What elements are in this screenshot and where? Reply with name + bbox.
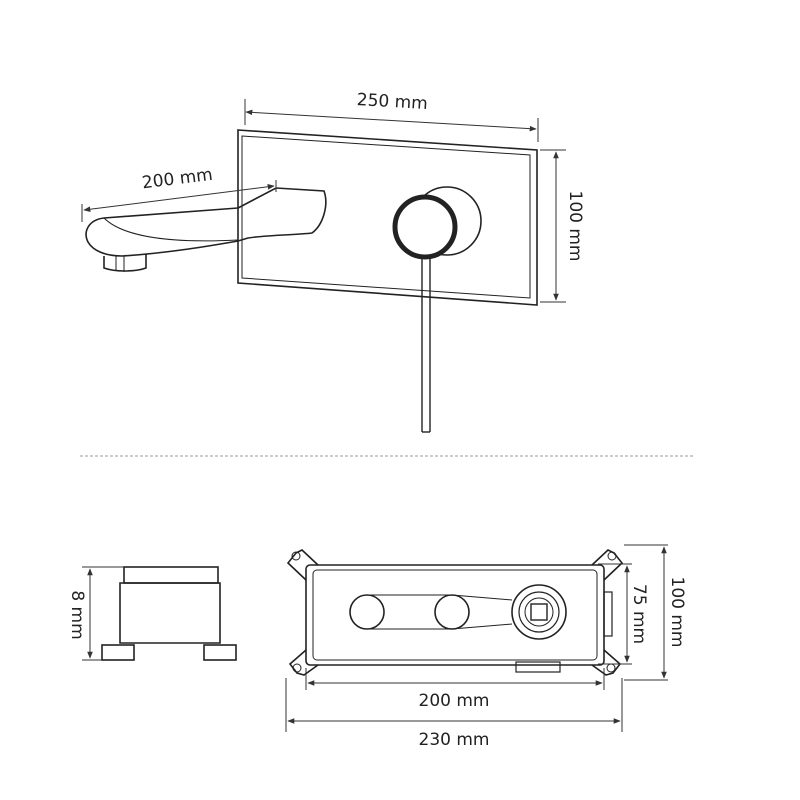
- valve-side-view: [101, 566, 237, 661]
- top-view: [85, 129, 538, 433]
- body-width-label: 200 mm: [419, 691, 490, 711]
- mixer-handle: [392, 186, 482, 433]
- spout-length-label: 200 mm: [141, 165, 214, 194]
- spout: [85, 187, 327, 272]
- mounting-ear-top-right: [591, 549, 624, 581]
- mounting-ear-bottom-right: [591, 649, 622, 676]
- dimension-lines-side: [82, 566, 124, 661]
- mounting-ear-bottom-left: [288, 649, 319, 676]
- overall-height-label: 100 mm: [667, 577, 687, 648]
- mounting-ear-top-left: [286, 549, 319, 581]
- dimension-lines-box: [285, 544, 668, 732]
- side-depth-label: 8 mm: [67, 590, 87, 639]
- plate-width-label: 250 mm: [356, 90, 428, 114]
- plate-height-label: 100 mm: [565, 191, 585, 262]
- valve-box-front-view: [286, 549, 624, 676]
- overall-width-label: 230 mm: [419, 730, 490, 750]
- wall-plate: [237, 129, 538, 306]
- inner-height-label: 75 mm: [629, 584, 649, 644]
- dimension-lines-top: [81, 99, 566, 303]
